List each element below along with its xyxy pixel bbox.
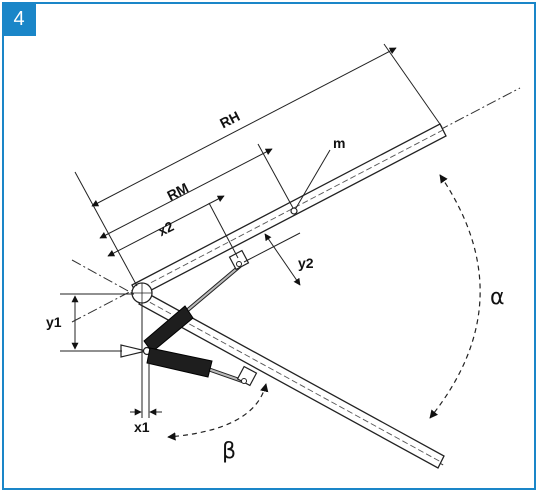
label-beta: β: [222, 439, 236, 464]
label-rh: RH: [217, 108, 242, 131]
lower-actuator: [146, 347, 258, 387]
label-y2: y2: [298, 255, 314, 271]
label-x1: x1: [134, 419, 150, 435]
label-alpha: α: [490, 285, 505, 310]
y2-dimension: [243, 232, 301, 286]
x2-dimension: [107, 195, 239, 259]
beta-angle-arc: [167, 383, 269, 441]
alpha-angle-arc: [429, 174, 481, 419]
upper-boom: [131, 123, 447, 298]
x1-dimension: [130, 303, 162, 418]
label-x2: x2: [155, 218, 176, 239]
mass-point: [290, 207, 298, 215]
figure-number-badge: 4: [2, 2, 36, 36]
y1-dimension: [60, 293, 134, 352]
label-m: m: [333, 135, 345, 151]
upper-actuator: [143, 249, 250, 353]
actuator-base-mount: [120, 344, 152, 358]
label-y1: y1: [46, 314, 62, 330]
label-rm: RM: [164, 179, 191, 203]
